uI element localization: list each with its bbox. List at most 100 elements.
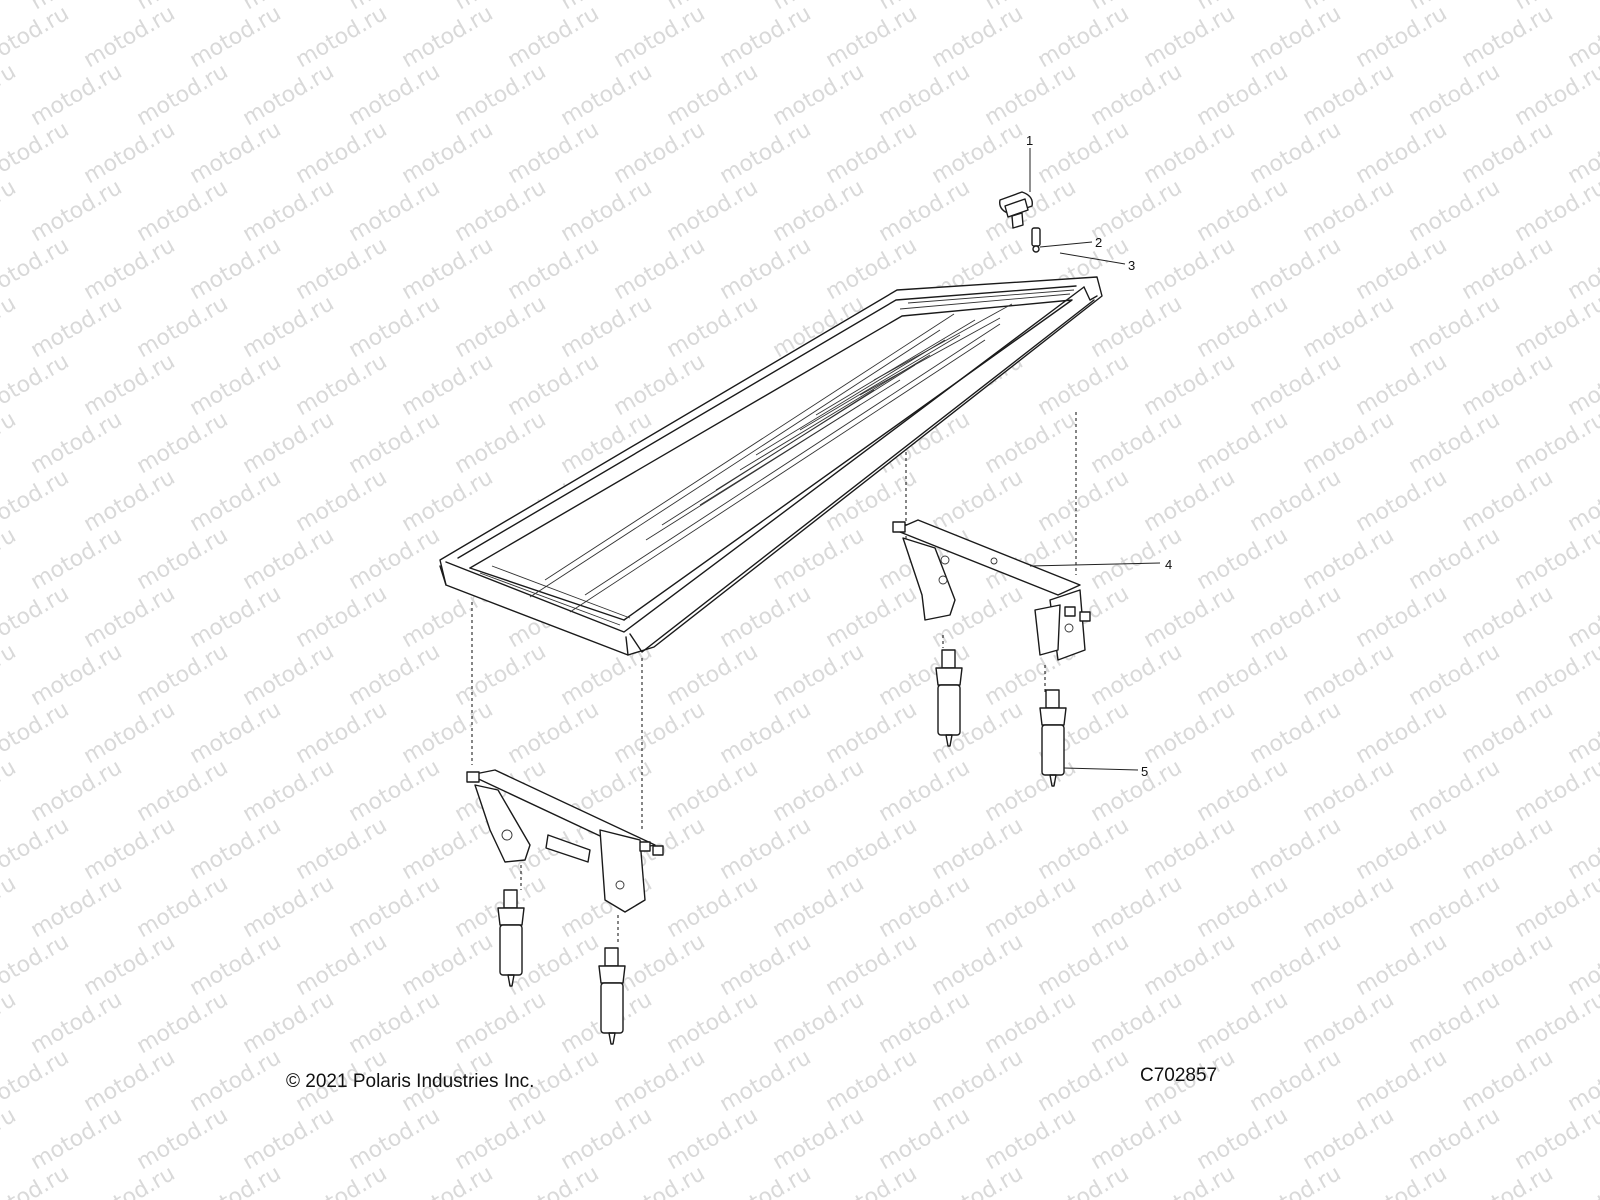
watermark-text: motod.ru <box>1405 1103 1505 1175</box>
watermark-text: motod.ru <box>1299 1103 1399 1175</box>
watermark-text: motod.ru <box>186 349 286 421</box>
watermark-text: motod.ru <box>1352 697 1452 769</box>
watermark-text: motod.ru <box>133 639 233 711</box>
watermark-text: motod.ru <box>1034 465 1134 537</box>
watermark-text: motod.ru <box>557 175 657 247</box>
watermark-text: motod.ru <box>292 117 392 189</box>
watermark-text: motod.ru <box>239 987 339 1059</box>
watermark-text: motod.ru <box>1140 813 1240 885</box>
watermark-text: motod.ru <box>27 523 127 595</box>
watermark-text: motod.ru <box>822 1045 922 1117</box>
callout-1: 1 <box>1026 133 1033 148</box>
watermark-text: motod.ru <box>1511 523 1600 595</box>
watermark-text: motod.ru <box>345 871 445 943</box>
watermark-text: motod.ru <box>1564 1161 1600 1200</box>
watermark-text: motod.ru <box>1511 639 1600 711</box>
watermark-text: motod.ru <box>1511 407 1600 479</box>
watermark-text: motod.ru <box>451 987 551 1059</box>
watermark-text: motod.ru <box>1352 813 1452 885</box>
watermark-text: motod.ru <box>1034 1161 1134 1200</box>
watermark-text: motod.ru <box>27 175 127 247</box>
watermark-text: motod.ru <box>981 1103 1081 1175</box>
watermark-text: motod.ru <box>1246 233 1346 305</box>
callout-5: 5 <box>1141 764 1148 779</box>
watermark-text: motod.ru <box>504 117 604 189</box>
watermark-text: motod.ru <box>663 987 763 1059</box>
watermark-text: motod.ru <box>80 349 180 421</box>
watermark-text: motod.ru <box>1458 813 1558 885</box>
watermark-text: motod.ru <box>1458 1045 1558 1117</box>
watermark-text: motod.ru <box>133 1103 233 1175</box>
watermark-text: motod.ru <box>822 1 922 73</box>
watermark-text: motod.ru <box>1246 813 1346 885</box>
watermark-text: motod.ru <box>557 59 657 131</box>
watermark-text: motod.ru <box>292 1161 392 1200</box>
watermark-text: motod.ru <box>1087 639 1187 711</box>
watermark-text: motod.ru <box>1405 871 1505 943</box>
watermark-text: motod.ru <box>822 1161 922 1200</box>
watermark-text: motod.ru <box>610 697 710 769</box>
watermark-text: motod.ru <box>504 349 604 421</box>
lock-and-ride-anchor <box>497 649 1067 1045</box>
watermark-text: motod.ru <box>398 929 498 1001</box>
watermark-text: motod.ru <box>292 697 392 769</box>
watermark-text: motod.ru <box>1299 407 1399 479</box>
watermark-text: motod.ru <box>1405 175 1505 247</box>
watermark-text: motod.ru <box>1193 987 1293 1059</box>
watermark-text: motod.ru <box>0 407 20 479</box>
watermark-text: motod.ru <box>1299 755 1399 827</box>
watermark-text: motod.ru <box>1246 1045 1346 1117</box>
watermark-text: motod.ru <box>27 59 127 131</box>
watermark-text: motod.ru <box>133 755 233 827</box>
watermark-text: motod.ru <box>1352 233 1452 305</box>
watermark-text: motod.ru <box>716 697 816 769</box>
anchor-2 <box>1039 689 1067 787</box>
watermark-text: motod.ru <box>1034 929 1134 1001</box>
watermark-text: motod.ru <box>822 929 922 1001</box>
watermark-text: motod.ru <box>928 1045 1028 1117</box>
watermark-text: motod.ru <box>504 233 604 305</box>
watermark-text: motod.ru <box>1405 407 1505 479</box>
watermark-text: motod.ru <box>1458 1 1558 73</box>
watermark-text: motod.ru <box>27 639 127 711</box>
watermark-text: motod.ru <box>345 291 445 363</box>
watermark-text: motod.ru <box>716 581 816 653</box>
callout-2: 2 <box>1095 235 1102 250</box>
watermark-text: motod.ru <box>928 1 1028 73</box>
watermark-text: motod.ru <box>1246 1 1346 73</box>
watermark-text: motod.ru <box>292 929 392 1001</box>
watermark-text: motod.ru <box>398 117 498 189</box>
watermark-text: motod.ru <box>80 581 180 653</box>
watermark-text: motod.ru <box>1458 233 1558 305</box>
watermark-text: motod.ru <box>1352 1 1452 73</box>
watermark-text: motod.ru <box>1034 1045 1134 1117</box>
watermark-text: motod.ru <box>1246 117 1346 189</box>
watermark-text: motod.ru <box>1193 407 1293 479</box>
watermark-text: motod.ru <box>0 1103 20 1175</box>
watermark-text: motod.ru <box>1458 349 1558 421</box>
watermark-text: motod.ru <box>1193 639 1293 711</box>
watermark-text: motod.ru <box>875 871 975 943</box>
watermark-text: motod.ru <box>1405 639 1505 711</box>
watermark-text: motod.ru <box>1405 755 1505 827</box>
watermark-text: motod.ru <box>1193 871 1293 943</box>
watermark-text: motod.ru <box>1352 929 1452 1001</box>
watermark-text: motod.ru <box>1299 59 1399 131</box>
watermark-text: motod.ru <box>292 581 392 653</box>
drawing-id: C702857 <box>1140 1065 1218 1086</box>
watermark-text: motod.ru <box>1140 581 1240 653</box>
watermark-text: motod.ru <box>610 117 710 189</box>
watermark-text: motod.ru <box>80 1161 180 1200</box>
callout-3: 3 <box>1128 258 1135 273</box>
watermark-text: motod.ru <box>875 175 975 247</box>
watermark-text: motod.ru <box>1193 175 1293 247</box>
watermark-text: motod.ru <box>451 639 551 711</box>
watermark-text: motod.ru <box>716 1045 816 1117</box>
watermark-text: motod.ru <box>27 407 127 479</box>
copyright-notice: © 2021 Polaris Industries Inc. <box>286 1071 535 1092</box>
watermark-text: motod.ru <box>769 755 869 827</box>
watermark-text: motod.ru <box>1193 291 1293 363</box>
watermark-text: motod.ru <box>769 59 869 131</box>
watermark-text: motod.ru <box>1140 349 1240 421</box>
